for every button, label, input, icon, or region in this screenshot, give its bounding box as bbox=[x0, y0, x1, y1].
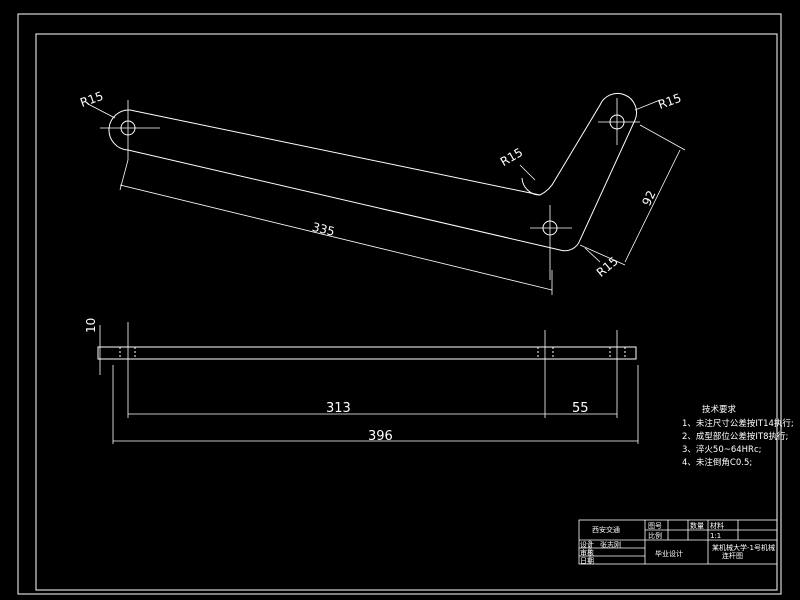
tb-part-name-2: 连杆图 bbox=[722, 551, 743, 560]
tb-design-label: 设计 bbox=[580, 540, 594, 549]
title-block bbox=[578, 519, 778, 565]
tb-check-label: 审核 bbox=[580, 548, 594, 557]
note-4: 4、未注倒角C0.5; bbox=[682, 457, 752, 468]
tb-designer: 张志刚 bbox=[600, 540, 621, 549]
tb-scale-label: 比例 bbox=[648, 531, 662, 540]
tb-material-label: 材料 bbox=[710, 521, 724, 530]
dim-length-313: 313 bbox=[326, 401, 351, 416]
dim-thickness-10: 10 bbox=[84, 318, 98, 333]
tb-drawing-no-label: 图号 bbox=[648, 522, 662, 530]
inner-fillet bbox=[521, 177, 541, 196]
dim-r15-left: R15 bbox=[78, 89, 105, 110]
bar-outline bbox=[97, 346, 637, 360]
hidden-holes bbox=[119, 347, 626, 359]
link-outline bbox=[108, 92, 638, 252]
dim-length-396: 396 bbox=[368, 429, 393, 444]
dim-r15-bottom: R15 bbox=[594, 254, 621, 280]
tb-date-label: 日期 bbox=[580, 557, 594, 565]
note-2: 2、成型部位公差按IT8执行; bbox=[682, 431, 788, 442]
top-view bbox=[108, 92, 638, 252]
inner-frame bbox=[35, 33, 778, 591]
dims-top bbox=[87, 99, 686, 295]
dim-length-92: 92 bbox=[639, 188, 658, 208]
note-3: 3、淬火50~64HRc; bbox=[682, 444, 762, 455]
centerlines-top bbox=[100, 98, 640, 280]
tb-qty-label: 数量 bbox=[690, 521, 704, 530]
notes-title: 技术要求 bbox=[702, 404, 737, 415]
tb-school: 西安交通 bbox=[592, 525, 620, 534]
outer-frame bbox=[17, 13, 782, 595]
dim-r15-right: R15 bbox=[656, 91, 683, 112]
dim-length-335: 335 bbox=[311, 220, 337, 239]
note-1: 1、未注尺寸公差按IT14执行; bbox=[682, 418, 794, 429]
side-centerlines bbox=[99, 322, 639, 444]
dim-length-55: 55 bbox=[572, 401, 589, 416]
tb-project: 毕业设计 bbox=[655, 549, 683, 558]
dim-r15-inner: R15 bbox=[498, 145, 525, 169]
tb-scale-value: 1:1 bbox=[710, 532, 721, 540]
tb-part-name-1: 某机械大学-1号机械 bbox=[712, 543, 775, 552]
side-view bbox=[97, 346, 637, 360]
technical-notes: 技术要求 1、未注尺寸公差按IT14执行; 2、成型部位公差按IT8执行; 3、… bbox=[682, 404, 794, 468]
